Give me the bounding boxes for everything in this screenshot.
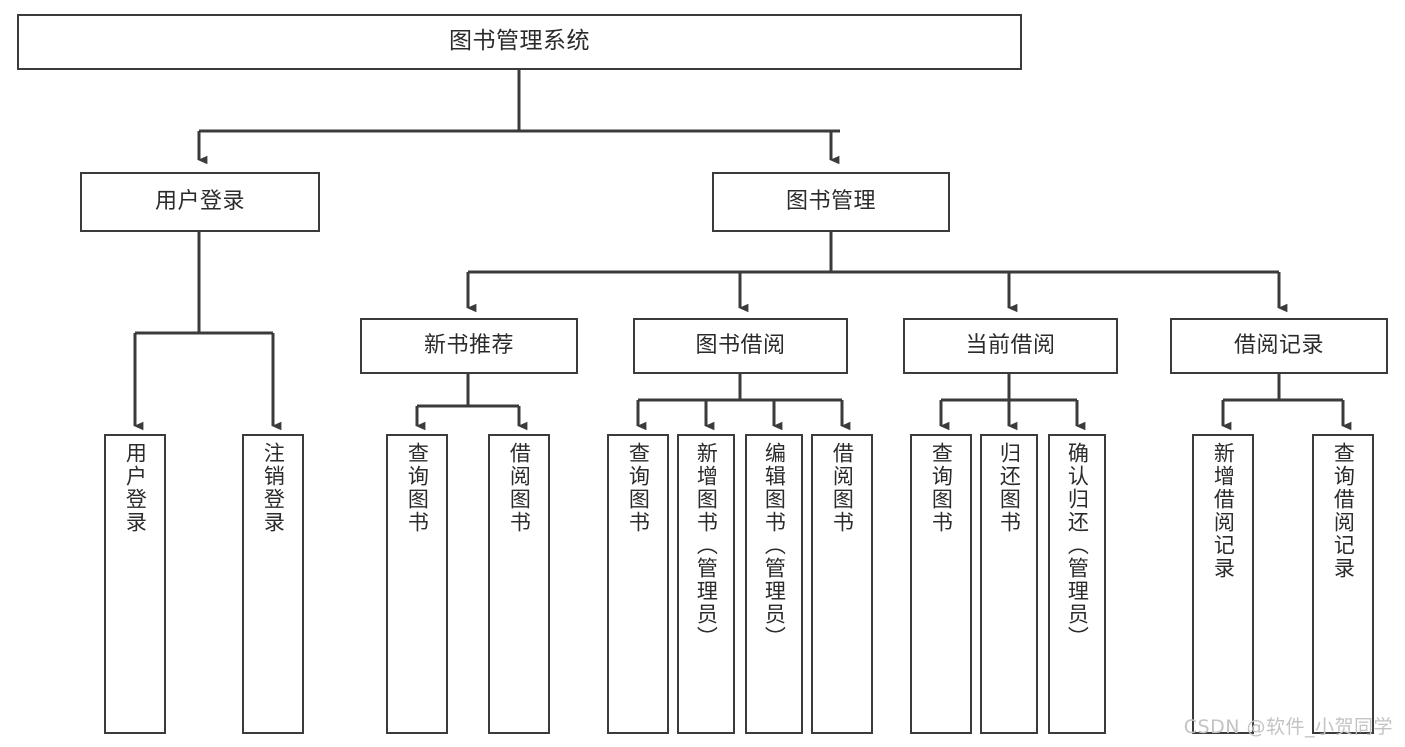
node-root-system[interactable]: 图书管理系统	[17, 14, 1022, 70]
node-label: 借阅图书	[507, 442, 532, 534]
node-leaf-query-borrow-record[interactable]: 查询借阅记录	[1312, 434, 1374, 734]
node-leaf-query-book-current[interactable]: 查询图书	[910, 434, 972, 734]
node-label: 图书借阅	[695, 332, 786, 358]
node-leaf-borrow-book-recommend[interactable]: 借阅图书	[488, 434, 550, 734]
watermark-text: CSDN @软件_小贺同学	[1183, 716, 1393, 738]
node-leaf-confirm-return[interactable]: 确认归还（管理员）	[1048, 434, 1106, 734]
node-leaf-edit-book[interactable]: 编辑图书（管理员）	[745, 434, 803, 734]
node-label: 确认归还（管理员）	[1065, 442, 1090, 649]
node-book-borrow[interactable]: 图书借阅	[633, 318, 848, 374]
node-label: 当前借阅	[965, 332, 1056, 358]
node-label: 查询图书	[929, 442, 954, 534]
node-leaf-user-login[interactable]: 用户登录	[104, 434, 166, 734]
node-label: 编辑图书（管理员）	[762, 442, 787, 649]
node-book-manage[interactable]: 图书管理	[712, 172, 950, 232]
node-leaf-query-book-recommend[interactable]: 查询图书	[386, 434, 448, 734]
node-label: 新增图书（管理员）	[694, 442, 719, 649]
node-user-login[interactable]: 用户登录	[80, 172, 320, 232]
node-current-borrow[interactable]: 当前借阅	[903, 318, 1118, 374]
node-new-book-recommend[interactable]: 新书推荐	[360, 318, 578, 374]
node-leaf-return-book[interactable]: 归还图书	[980, 434, 1038, 734]
node-label: 查询图书	[626, 442, 651, 534]
node-label: 用户登录	[123, 442, 148, 534]
node-leaf-add-borrow-record[interactable]: 新增借阅记录	[1192, 434, 1254, 734]
node-label: 归还图书	[997, 442, 1022, 534]
node-leaf-borrow-book[interactable]: 借阅图书	[811, 434, 873, 734]
node-label: 借阅记录	[1233, 332, 1324, 358]
node-label: 用户登录	[154, 188, 245, 214]
node-label: 新书推荐	[423, 332, 514, 358]
node-borrow-record[interactable]: 借阅记录	[1170, 318, 1388, 374]
node-label: 新增借阅记录	[1211, 442, 1236, 580]
node-label: 图书管理系统	[449, 28, 590, 55]
node-label: 借阅图书	[830, 442, 855, 534]
node-label: 查询借阅记录	[1331, 442, 1356, 580]
node-label: 注销登录	[261, 442, 286, 534]
node-label: 图书管理	[785, 188, 876, 214]
node-leaf-add-book[interactable]: 新增图书（管理员）	[677, 434, 735, 734]
node-leaf-logout[interactable]: 注销登录	[242, 434, 304, 734]
node-label: 查询图书	[405, 442, 430, 534]
node-leaf-query-book-borrow[interactable]: 查询图书	[607, 434, 669, 734]
